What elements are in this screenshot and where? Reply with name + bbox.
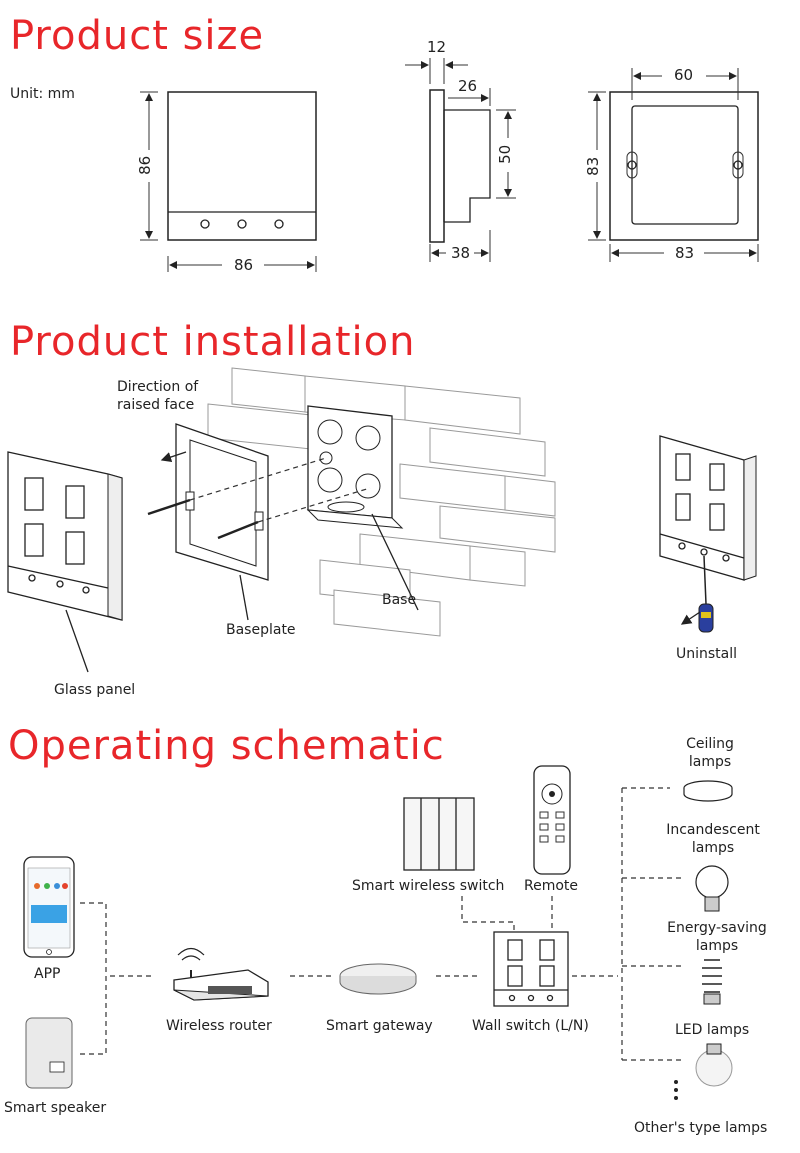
remote-label: Remote xyxy=(524,878,579,894)
phone-icon xyxy=(23,856,75,958)
energy-saving-lamp-icon xyxy=(702,959,722,1005)
gateway-icon xyxy=(339,963,417,995)
led-lamp-icon xyxy=(695,1043,733,1087)
baseplate xyxy=(160,423,269,621)
incandescent-lamps-label: Incandescent lamps xyxy=(666,822,760,856)
section-title-operating-schematic: Operating schematic xyxy=(8,723,445,769)
base-box xyxy=(306,405,419,611)
router-label: Wireless router xyxy=(166,1018,272,1034)
connection-lines xyxy=(80,787,682,1061)
dim-side-depth: 26 xyxy=(458,77,478,95)
uninstall-panel-drawing xyxy=(659,435,757,633)
glass-panel-drawing xyxy=(7,451,123,673)
dim-back-top: 60 xyxy=(674,66,694,84)
section-title-product-size: Product size xyxy=(10,13,265,59)
dimension-drawings xyxy=(140,58,759,272)
direction-raised-face-label: Direction of raised face xyxy=(117,379,199,414)
side-view xyxy=(405,58,516,262)
uninstall-label: Uninstall xyxy=(676,646,738,662)
gateway-label: Smart gateway xyxy=(326,1018,433,1034)
other-lamps-label: Other's type lamps xyxy=(634,1120,768,1136)
brick-wall xyxy=(207,367,556,637)
smart-speaker-label: Smart speaker xyxy=(4,1100,107,1116)
baseplate-label: Baseplate xyxy=(226,622,296,638)
router-icon xyxy=(173,947,269,1001)
more-dots-icon xyxy=(674,1080,678,1100)
wall-switch-label: Wall switch (L/N) xyxy=(472,1018,589,1034)
wireless-switch-icon xyxy=(403,797,475,871)
remote-icon xyxy=(533,765,571,875)
front-view xyxy=(140,91,317,272)
dim-side-top: 12 xyxy=(427,38,447,56)
section-title-product-installation: Product installation xyxy=(10,319,416,365)
dim-back-width: 83 xyxy=(675,244,695,262)
led-lamps-label: LED lamps xyxy=(675,1022,750,1038)
dim-side-bottom: 38 xyxy=(451,244,471,262)
ceiling-lamps-label: Ceiling lamps xyxy=(686,736,734,770)
wall-switch-icon xyxy=(493,931,569,1007)
back-view xyxy=(588,68,759,262)
ceiling-lamp-icon xyxy=(683,780,733,802)
dim-front-width: 86 xyxy=(234,256,254,274)
base-label: Base xyxy=(382,592,417,608)
smart-speaker-icon xyxy=(25,1017,73,1089)
app-label: APP xyxy=(34,966,61,982)
energy-saving-lamps-label: Energy-saving lamps xyxy=(667,920,767,954)
installation-drawing xyxy=(7,367,757,673)
wireless-switch-label: Smart wireless switch xyxy=(352,878,505,894)
screws xyxy=(147,457,371,540)
unit-label: Unit: mm xyxy=(10,86,75,102)
glass-panel-label: Glass panel xyxy=(54,682,136,698)
incandescent-lamp-icon xyxy=(695,865,729,912)
